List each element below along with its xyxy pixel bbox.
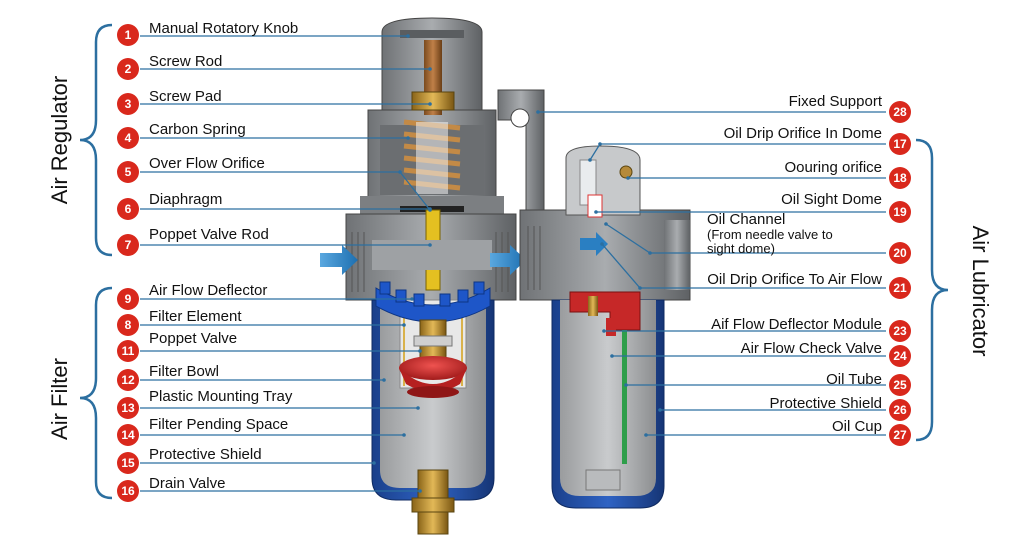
callout-badge-12: 12 bbox=[117, 369, 139, 391]
leader-5b bbox=[399, 171, 431, 211]
callout-label-oil-tube: Oil Tube bbox=[826, 371, 882, 388]
callout-label-poppet-valve-rod: Poppet Valve Rod bbox=[149, 226, 269, 243]
leader-7-dot bbox=[428, 243, 432, 247]
callout-badge-26: 26 bbox=[889, 399, 911, 421]
callout-badge-16: 16 bbox=[117, 480, 139, 502]
callout-badge-23: 23 bbox=[889, 320, 911, 342]
leader-20b bbox=[605, 223, 651, 254]
callout-label-poppet-valve: Poppet Valve bbox=[149, 330, 238, 347]
callout-badge-1: 1 bbox=[117, 24, 139, 46]
callout-label-oil-channel: Oil Channel (From needle valve to sight … bbox=[707, 212, 833, 255]
callout-badge-24: 24 bbox=[889, 345, 911, 367]
callout-badge-11: 11 bbox=[117, 340, 139, 362]
leader-17b-dot bbox=[588, 158, 592, 162]
callout-badge-17: 17 bbox=[889, 133, 911, 155]
callout-badge-15: 15 bbox=[117, 452, 139, 474]
callout-badge-13: 13 bbox=[117, 397, 139, 419]
callout-badge-28: 28 bbox=[889, 101, 911, 123]
callout-badge-25: 25 bbox=[889, 374, 911, 396]
callout-badge-6: 6 bbox=[117, 198, 139, 220]
leader-15-dot bbox=[372, 461, 376, 465]
callout-badge-5: 5 bbox=[117, 161, 139, 183]
callout-label-air-flow-check-valve: Air Flow Check Valve bbox=[740, 340, 882, 357]
leader-6-dot bbox=[428, 207, 432, 211]
oil-channel-line3: sight dome) bbox=[707, 241, 775, 256]
callout-label-drain-valve: Drain Valve bbox=[149, 475, 226, 492]
callout-badge-18: 18 bbox=[889, 167, 911, 189]
callout-badge-19: 19 bbox=[889, 201, 911, 223]
callout-badge-21: 21 bbox=[889, 277, 911, 299]
callout-badge-2: 2 bbox=[117, 58, 139, 80]
leader-20b-dot bbox=[604, 222, 608, 226]
callout-label-manual-rotatory-knob: Manual Rotatory Knob bbox=[149, 20, 299, 37]
leader-24-dot bbox=[610, 354, 614, 358]
callout-label-filter-element: Filter Element bbox=[149, 308, 242, 325]
callout-label-diaphragm: Diaphragm bbox=[149, 191, 223, 208]
leader-23-dot bbox=[602, 329, 606, 333]
air-regulator-title: Air Regulator bbox=[47, 75, 72, 205]
leader-21b-dot bbox=[600, 242, 604, 246]
leader-21b bbox=[601, 243, 641, 289]
oil-channel-line2: (From needle valve to bbox=[707, 227, 833, 242]
air-regulator-bracket bbox=[79, 23, 113, 257]
leader-3-dot bbox=[428, 102, 432, 106]
callout-badge-20: 20 bbox=[889, 242, 911, 264]
callout-label-plastic-mounting-tray: Plastic Mounting Tray bbox=[149, 388, 293, 405]
callout-label-air-flow-deflector: Air Flow Deflector bbox=[149, 282, 268, 299]
leader-8-dot bbox=[402, 323, 406, 327]
callout-label-oil-drip-orifice-to-air-flow: Oil Drip Orifice To Air Flow bbox=[707, 271, 882, 288]
air-filter-bracket bbox=[79, 286, 113, 500]
leader-1-dot bbox=[406, 34, 410, 38]
air-lubricator-title: Air Lubricator bbox=[968, 225, 993, 357]
callout-label-filter-pending-space: Filter Pending Space bbox=[149, 416, 289, 433]
leader-28-dot bbox=[536, 110, 540, 114]
callout-label-oouring-orifice: Oouring orifice bbox=[784, 159, 882, 176]
leader-11-dot bbox=[418, 349, 422, 353]
callout-badge-4: 4 bbox=[117, 127, 139, 149]
callout-badge-27: 27 bbox=[889, 424, 911, 446]
callout-label-filter-bowl: Filter Bowl bbox=[149, 363, 220, 380]
leader-13-dot bbox=[416, 406, 420, 410]
leader-26-dot bbox=[658, 408, 662, 412]
callout-label-protective-shield-left: Protective Shield bbox=[149, 446, 262, 463]
callout-badge-14: 14 bbox=[117, 424, 139, 446]
leader-14-dot bbox=[402, 433, 406, 437]
leader-2-dot bbox=[428, 67, 432, 71]
callout-label-over-flow-orifice: Over Flow Orifice bbox=[149, 155, 265, 172]
leader-9-dot bbox=[410, 297, 414, 301]
leader-27-dot bbox=[644, 433, 648, 437]
leader-25-dot bbox=[624, 383, 628, 387]
leader-12-dot bbox=[382, 378, 386, 382]
air-lubricator-bracket bbox=[915, 138, 949, 442]
callout-badge-3: 3 bbox=[117, 93, 139, 115]
air-filter-title: Air Filter bbox=[47, 358, 72, 440]
callout-label-oil-sight-dome: Oil Sight Dome bbox=[781, 191, 882, 208]
leader-4-dot bbox=[406, 136, 410, 140]
callout-label-air-flow-deflector-module: Aif Flow Deflector Module bbox=[711, 316, 882, 333]
callout-label-oil-drip-orifice-in-dome: Oil Drip Orifice In Dome bbox=[723, 125, 882, 142]
leader-17b bbox=[589, 143, 601, 161]
callout-badge-9: 9 bbox=[117, 288, 139, 310]
callout-badge-8: 8 bbox=[117, 314, 139, 336]
callout-badge-7: 7 bbox=[117, 234, 139, 256]
leader-19-dot bbox=[594, 210, 598, 214]
callout-label-oil-cup: Oil Cup bbox=[831, 418, 882, 435]
callout-label-screw-rod: Screw Rod bbox=[149, 53, 223, 70]
callout-label-fixed-support: Fixed Support bbox=[788, 93, 882, 110]
leader-16-dot bbox=[418, 489, 422, 493]
callout-label-screw-pad: Screw Pad bbox=[149, 88, 222, 105]
leader-18-dot bbox=[626, 176, 630, 180]
oil-channel-line1: Oil Channel bbox=[707, 211, 786, 228]
callout-label-carbon-spring: Carbon Spring bbox=[149, 121, 246, 138]
callout-label-protective-shield-right: Protective Shield bbox=[769, 395, 882, 412]
